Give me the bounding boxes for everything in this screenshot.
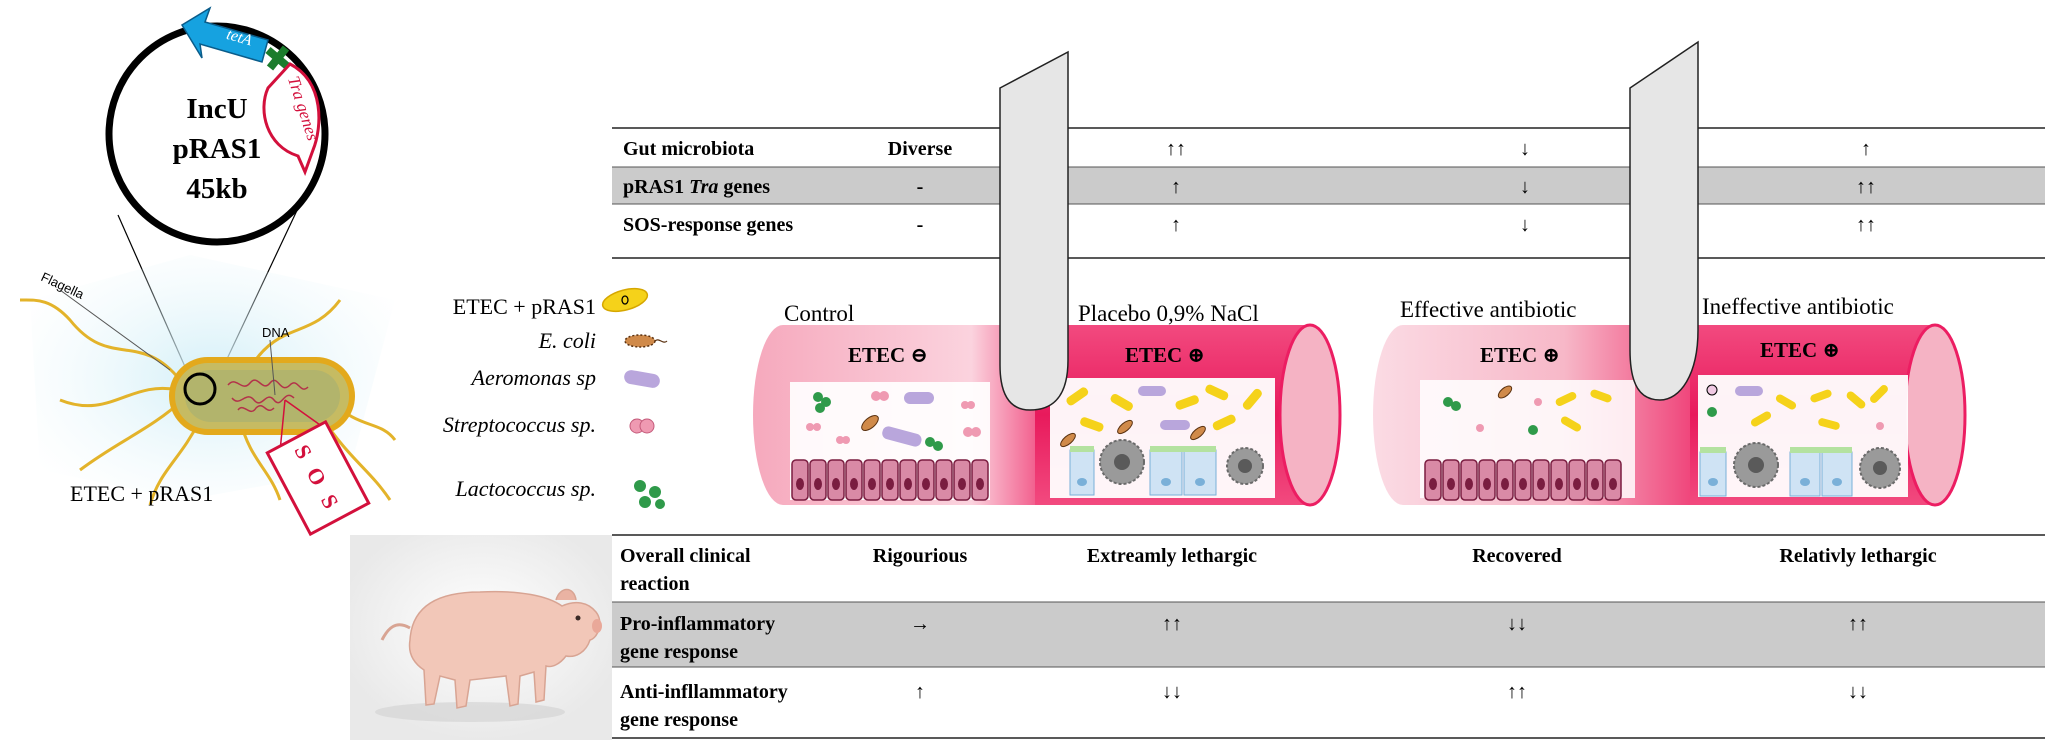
plasmid-inc-group: IncU xyxy=(186,93,247,125)
dna-coils xyxy=(227,379,309,413)
bacterium-caption: ETEC + pRAS1 xyxy=(70,481,213,506)
bottom-cell: ↑↑ xyxy=(1162,613,1182,635)
epithelium-ineffective xyxy=(1699,442,1901,497)
top-cell: ↑ xyxy=(1171,214,1181,236)
top-cell: Diverse xyxy=(888,138,953,160)
bottom-row-label: Overall clinical reaction xyxy=(620,545,756,595)
sos-box: S O S xyxy=(265,419,371,537)
divider-panel-1 xyxy=(999,50,1069,411)
placebo-microbes xyxy=(1060,384,1262,448)
bottom-cell: ↓↓ xyxy=(1162,681,1182,703)
effective-microbes xyxy=(1443,385,1612,435)
plasmid-map: tetA Tra genes IncU pRAS1 45kb xyxy=(105,6,329,379)
teta-gene-arrow xyxy=(180,6,269,63)
bottom-table-text: Overall clinical reaction Pro-inflammato… xyxy=(620,545,1937,731)
etec-status-effective: ETEC ⊕ xyxy=(1480,343,1560,367)
bottom-cell: ↓↓ xyxy=(1848,681,1868,703)
top-cell: ↑ xyxy=(1861,138,1871,160)
group-label-control: Control xyxy=(784,301,854,326)
top-row-label: Gut microbiota xyxy=(623,138,754,160)
bottom-table xyxy=(612,534,2045,739)
bottom-row-label: Anti-infllammatory gene response xyxy=(620,681,793,731)
gut-tube-end xyxy=(1278,323,1342,507)
etec-bacterium-illustration: Flagella DNA S O S ETEC + pRAS1 xyxy=(19,255,397,537)
top-cell: ↓ xyxy=(1520,214,1530,236)
legend-label-lactococcus: Lactococcus sp. xyxy=(454,476,596,501)
bottom-row-label: Pro-inflammatory gene response xyxy=(620,613,780,663)
top-table xyxy=(612,127,2045,259)
top-row-label: pRAS1 Tra genes xyxy=(623,176,770,198)
epithelium-placebo xyxy=(1069,439,1264,496)
bottom-cell: ↑ xyxy=(915,681,925,703)
divider-panel-2 xyxy=(1629,40,1699,401)
top-cell: ↑↑ xyxy=(1856,176,1876,198)
dna-label: DNA xyxy=(262,325,290,340)
bottom-cell: ↓↓ xyxy=(1507,613,1527,635)
top-cell: - xyxy=(917,176,924,198)
gut-segment-1 xyxy=(753,323,1342,507)
bottom-cell: ↑↑ xyxy=(1848,613,1868,635)
gut-segment-2 xyxy=(1373,323,1967,507)
piglet-body xyxy=(408,590,601,709)
etec-status-placebo: ETEC ⊕ xyxy=(1125,343,1205,367)
aeromonas-cell-icon xyxy=(624,370,660,388)
bottom-cell: Extreamly lethargic xyxy=(1087,545,1257,567)
etec-status-control: ETEC ⊖ xyxy=(848,343,928,367)
etec-status-ineffective: ETEC ⊕ xyxy=(1760,338,1840,362)
bottom-cell: ↑↑ xyxy=(1507,681,1527,703)
legend-label-aeromonas: Aeromonas sp xyxy=(470,365,596,390)
legend-label-streptococcus: Streptococcus sp. xyxy=(443,412,596,437)
top-cell: ↓ xyxy=(1520,176,1530,198)
top-cell: - xyxy=(917,214,924,236)
legend-label-ecoli: E. coli xyxy=(538,328,596,353)
teta-label: tetA xyxy=(225,26,255,50)
group-label-effective: Effective antibiotic xyxy=(1400,297,1576,322)
plasmid-in-cell-icon xyxy=(183,372,217,406)
plasmid-size: 45kb xyxy=(186,173,247,205)
top-cell: ↑↑ xyxy=(1856,214,1876,236)
ineffective-microbes xyxy=(1706,384,1888,430)
top-row-label: SOS-response genes xyxy=(623,214,793,236)
top-cell: ↓ xyxy=(1520,138,1530,160)
insertion-site-icon xyxy=(265,45,290,71)
group-label-ineffective: Ineffective antibiotic xyxy=(1702,294,1894,319)
bottom-cell: Relativly lethargic xyxy=(1779,545,1936,567)
group-label-placebo: Placebo 0,9% NaCl xyxy=(1078,301,1259,326)
top-cell: ↑↑ xyxy=(1166,138,1186,160)
legend-label-etec: ETEC + pRAS1 xyxy=(453,294,596,319)
tra-genes-arrow xyxy=(262,62,321,177)
bottom-table-shaded-row xyxy=(612,602,2045,667)
control-microbes xyxy=(806,391,981,451)
streptococcus-cell-icon xyxy=(629,418,655,434)
top-cell: ↑ xyxy=(1171,176,1181,198)
etec-cell-icon xyxy=(601,287,649,313)
ecoli-cell-icon xyxy=(624,334,668,348)
legend: ETEC + pRAS1 E. coli Aeromonas sp Strept… xyxy=(443,287,668,509)
top-table-text: Gut microbiota pRAS1 Tra genes SOS-respo… xyxy=(623,138,1876,236)
bottom-cell: Recovered xyxy=(1472,545,1562,567)
plasmid-name: pRAS1 xyxy=(173,133,262,165)
lactococcus-cell-icon xyxy=(634,480,665,509)
bottom-cell: → xyxy=(910,613,930,635)
top-table-shaded-row xyxy=(612,167,2045,204)
gut-tube-end-2 xyxy=(1903,323,1967,507)
piglet-photo xyxy=(350,535,612,740)
bottom-cell: Rigourious xyxy=(873,545,968,567)
